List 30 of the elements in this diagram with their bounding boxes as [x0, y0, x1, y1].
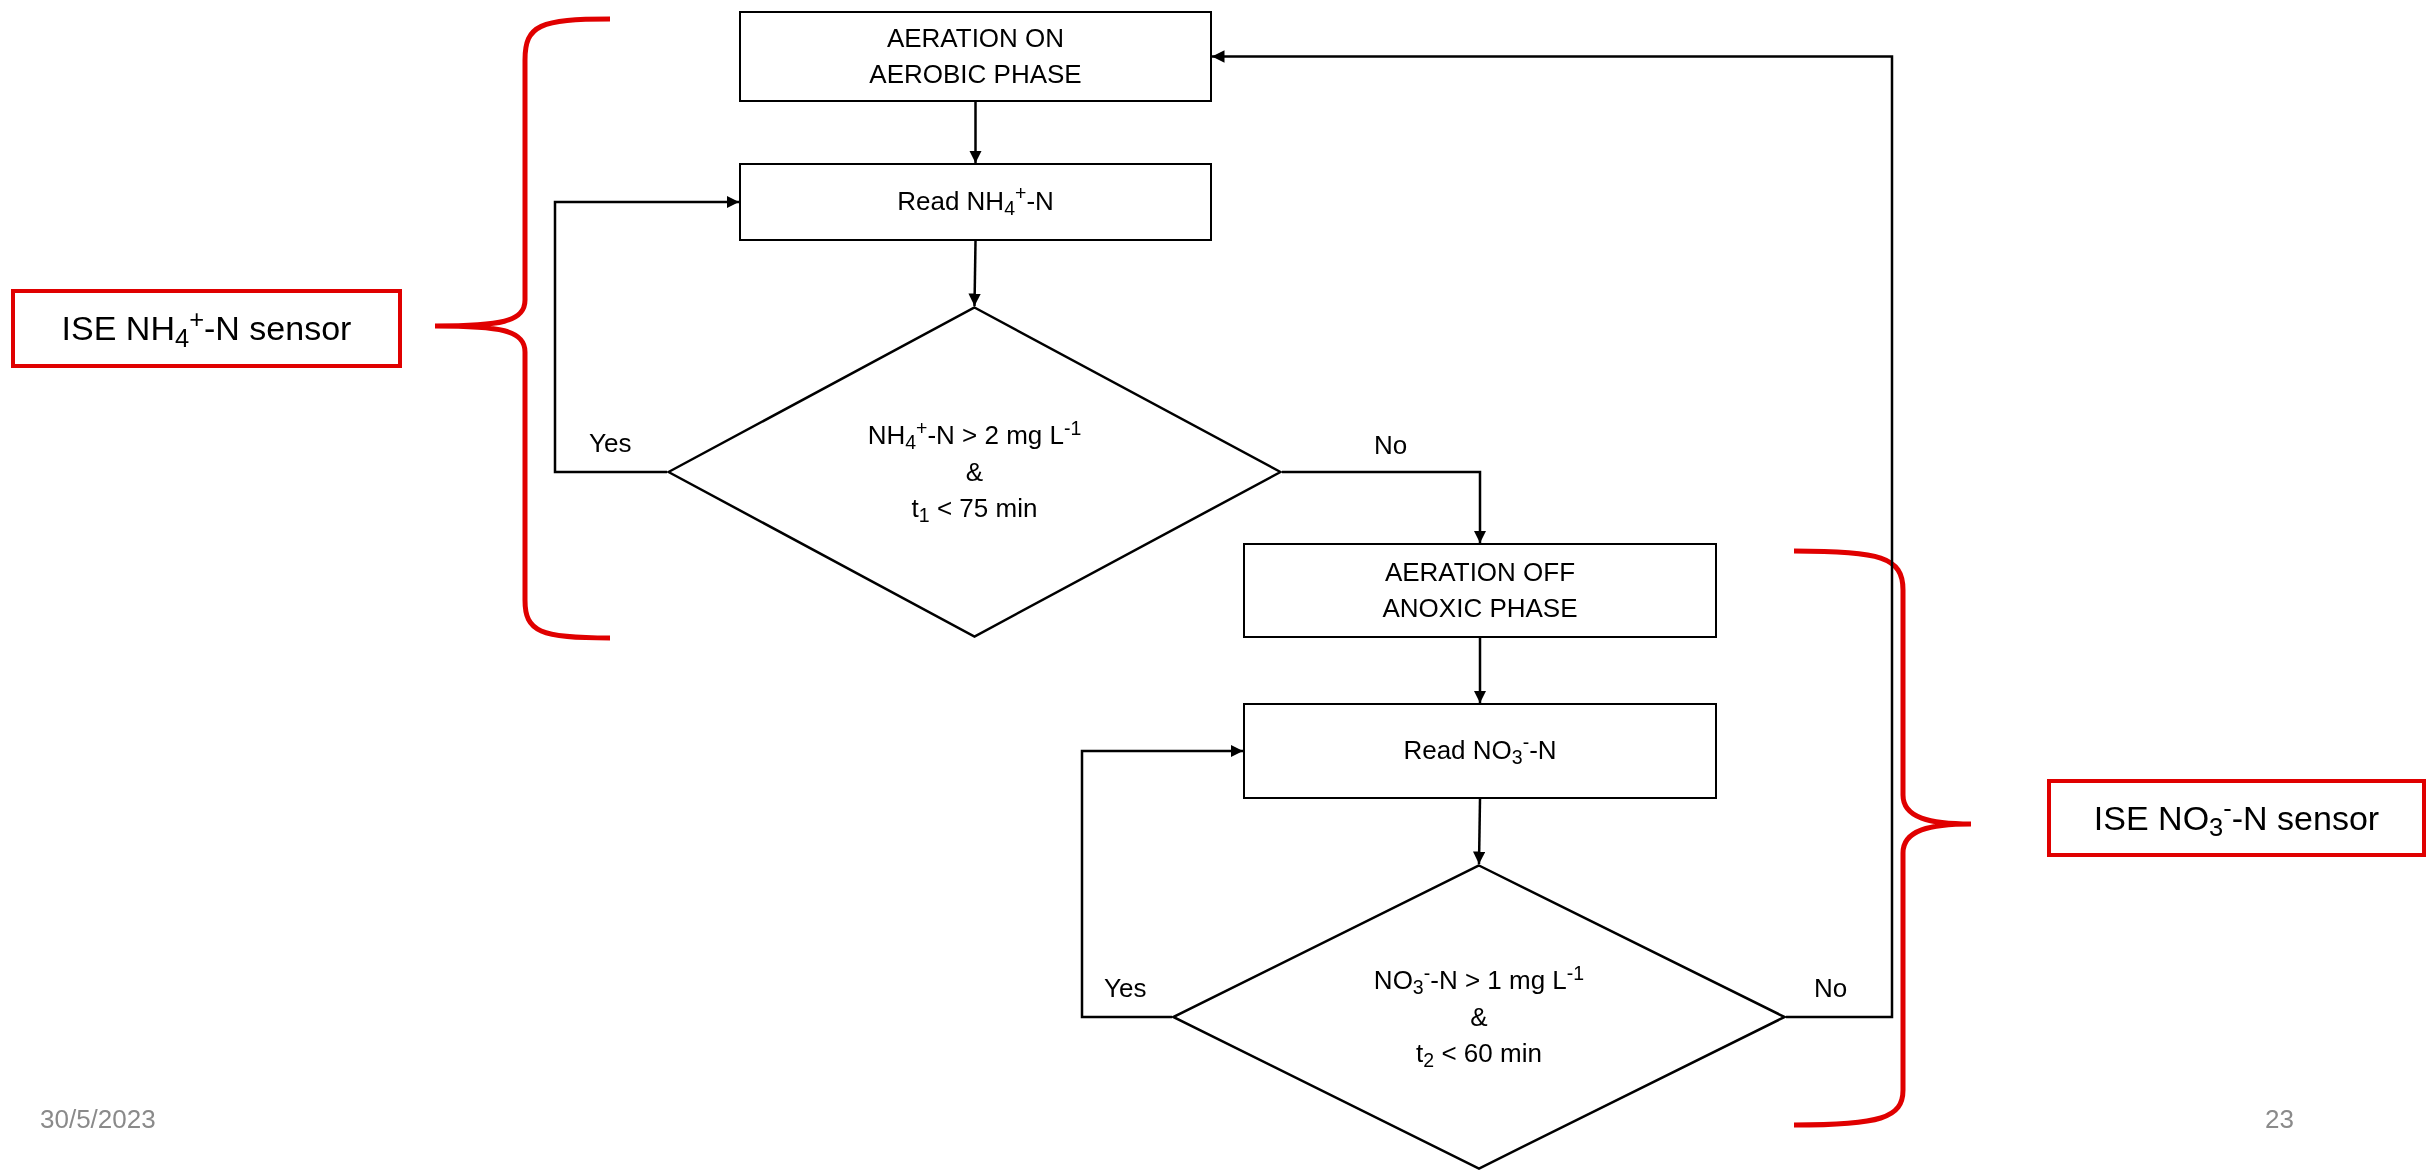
condition-text: & [965, 455, 984, 489]
arrow [1473, 638, 1487, 703]
sensor-label-box [11, 289, 402, 368]
arrow [1282, 470, 1487, 543]
arrow [1212, 50, 1894, 1019]
step-text: Read NO$_{3}$$^{-}$-N [1403, 733, 1557, 769]
decision-diamond [1172, 864, 1786, 1170]
condition-text: t$_{2}$ < 60 min [1416, 1037, 1542, 1070]
date-text: 30/5/2023 [40, 1103, 156, 1136]
arrow [1472, 798, 1486, 865]
step-text: AERATION OFF ANOXIC PHASE [1381, 555, 1579, 625]
arrow [553, 195, 739, 474]
sensor-name: ISE NH$_{4}$$^{+}$-N sensor [61, 307, 352, 350]
condition-text: t$_{1}$ < 75 min [911, 492, 1038, 525]
page-number: 23 [2265, 1103, 2294, 1136]
condition-text: NO$_{3}$$^{-}$-N > 1 mg L$^{-1}$ [1373, 964, 1585, 997]
condition-text: NH$_{4}$$^{+}$-N > 2 mg L$^{-1}$ [867, 419, 1082, 452]
process-box [1243, 703, 1717, 799]
process-box [1243, 543, 1717, 638]
step-text: AERATION ON AEROBIC PHASE [868, 21, 1083, 91]
step-text: Read NH$_{4}$$^{+}$-N [897, 184, 1054, 220]
arrow [969, 102, 982, 163]
arrow [968, 240, 981, 307]
arrow [1080, 744, 1243, 1019]
process-box [739, 11, 1212, 102]
decision-diamond [667, 306, 1282, 638]
process-box [739, 163, 1212, 241]
sensor-label-box [2047, 779, 2426, 857]
condition-text: & [1470, 1000, 1488, 1034]
sensor-name: ISE NO$_{3}$$^{-}$-N sensor [2093, 796, 2380, 840]
